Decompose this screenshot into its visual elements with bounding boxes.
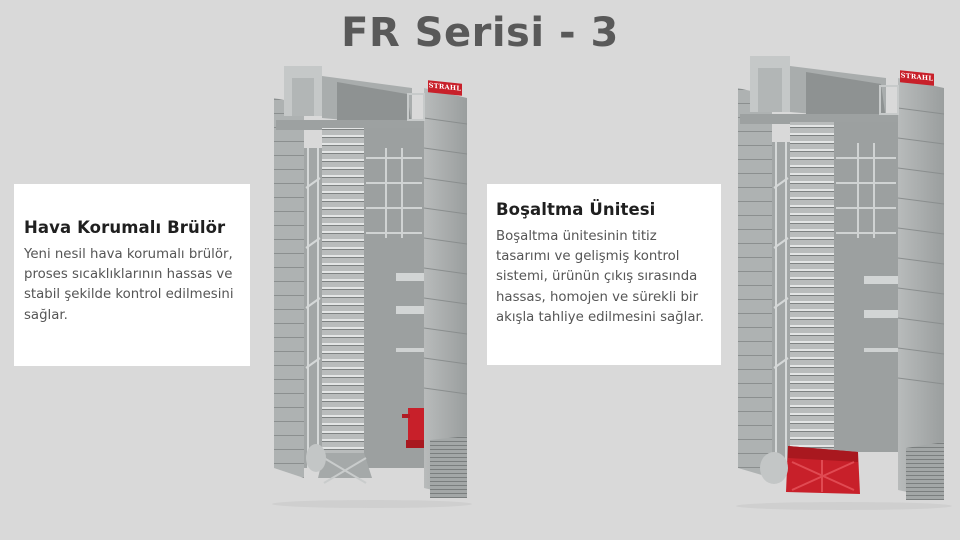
dryer-tower-image-discharge: STRAHL [726,48,956,510]
dryer-tower-illustration [736,56,952,510]
slide-title: FR Serisi - 3 [341,10,619,56]
dryer-tower-illustration [272,66,472,508]
dryer-tower-image-burner: STRAHL [262,58,474,508]
card-body: Boşaltma ünitesinin titiz tasarımı ve ge… [496,229,704,325]
feature-card-discharge-unit: Boşaltma Ünitesi Boşaltma ünitesinin tit… [487,184,721,365]
card-heading: Hava Korumalı Brülör [24,218,226,237]
feature-card-burner: Hava Korumalı Brülör Yeni nesil hava kor… [14,184,250,366]
card-heading: Boşaltma Ünitesi [496,200,656,219]
card-body: Yeni nesil hava korumalı brülör, proses … [24,247,234,323]
